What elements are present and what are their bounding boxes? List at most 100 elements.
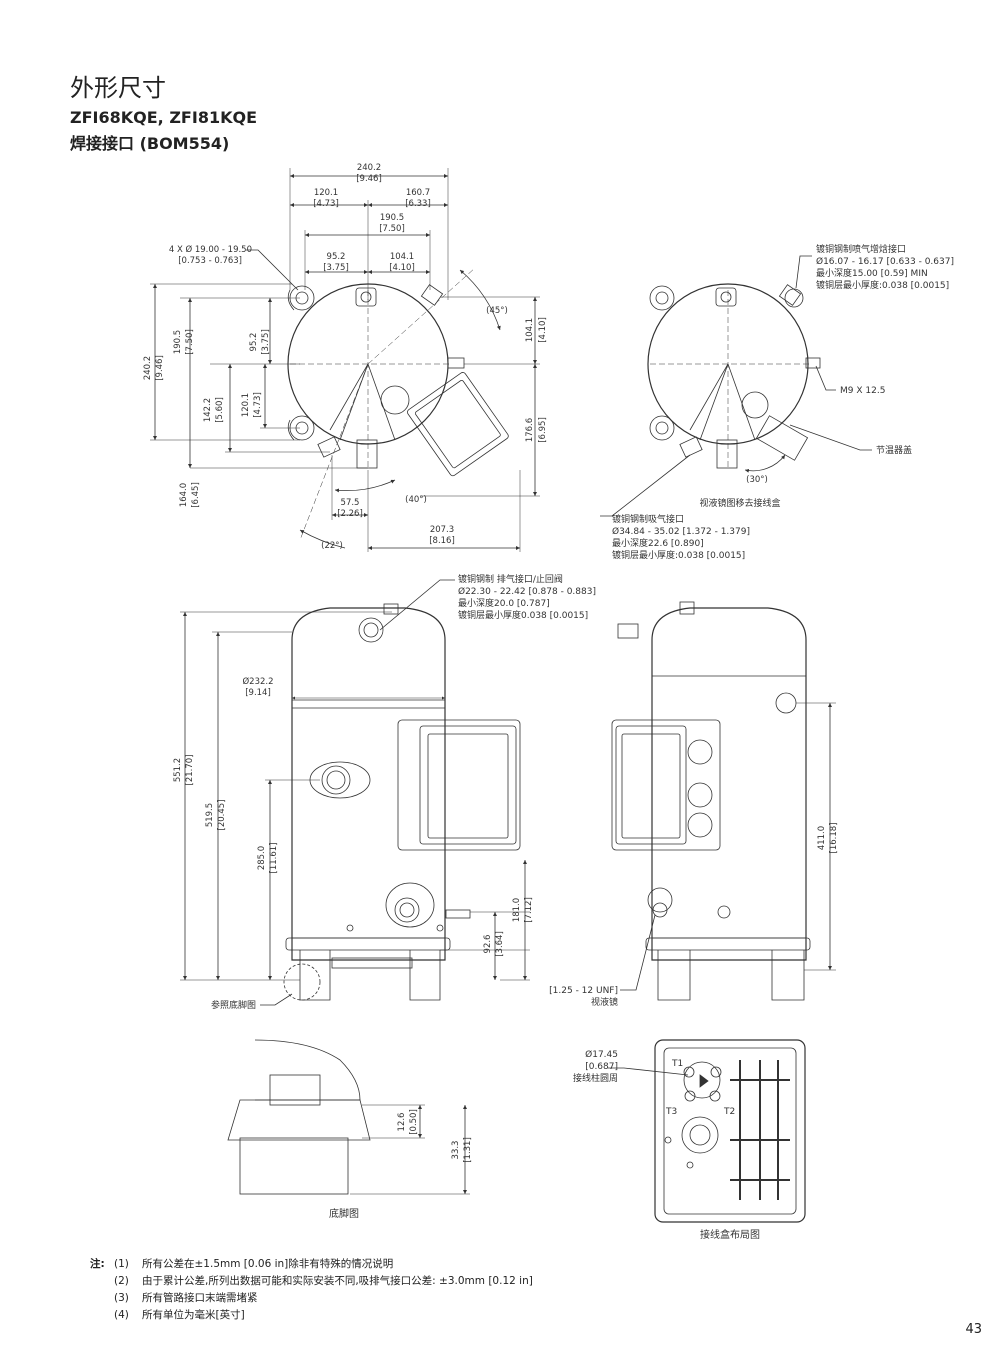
page-number: 43: [965, 1322, 982, 1337]
dim-v104: 104.1: [525, 318, 535, 342]
connection-heading: 焊接接口 (BOM554): [70, 134, 230, 153]
dim-57: 57.5: [341, 498, 360, 508]
note-number: (4): [114, 1309, 129, 1321]
dim-v164-in: [6.45]: [191, 482, 201, 508]
dim-h92: 92.6: [483, 935, 493, 954]
dim-57-in: [2.26]: [337, 509, 363, 519]
note-row-2: (2) 由于累计公差,所列出数据可能和实际安装不同,吸排气接口公差: ±3.0m…: [90, 1273, 533, 1290]
angle-22: (22°): [321, 541, 343, 551]
top-view-left: [150, 168, 540, 552]
notes: 注: (1) 所有公差在±1.5mm [0.06 in]除非有特殊的情况说明 (…: [90, 1256, 533, 1324]
thermostat-label: 节温器盖: [876, 444, 912, 456]
dim-h33-in: [1.31]: [463, 1137, 473, 1163]
foot-ref-label: 参照底脚图: [211, 999, 256, 1011]
dim-160-in: [6.33]: [405, 199, 431, 209]
note-text: 所有管路接口末端需堵紧: [142, 1292, 258, 1304]
m9-label: M9 X 12.5: [840, 386, 885, 396]
terminal-box-labels: Ø17.45 [0.687] 接线柱圆周 T1 T3 T2 接线盒布局图: [573, 1049, 760, 1241]
dim-190-in: [7.50]: [379, 224, 405, 234]
sightglass-label: 视液镜: [591, 996, 618, 1008]
dim-h181: 181.0: [512, 898, 522, 922]
angle-45: (45°): [486, 306, 508, 316]
injection-label-1: 镀铜钢制喷气增焓接口: [816, 243, 906, 255]
injection-label-3: 最小深度15.00 [0.59] MIN: [816, 267, 928, 279]
terminal-t2: T2: [723, 1107, 735, 1117]
dim-120-in: [4.73]: [313, 199, 339, 209]
suction-label-4: 镀铜层最小厚度:0.038 [0.0015]: [612, 549, 745, 561]
dim-v190-in: [7.50]: [185, 329, 195, 355]
dim-v142: 142.2: [203, 398, 213, 422]
note-row-4: (4) 所有单位为毫米[英寸]: [90, 1307, 533, 1324]
top-view-right: [600, 255, 872, 517]
top-view-left-labels: 240.2 [9.46] 120.1 [4.73] 160.7 [6.33] 1…: [143, 163, 548, 551]
dim-d17: Ø17.45: [585, 1049, 618, 1060]
dim-v95-in: [3.75]: [261, 329, 271, 355]
dim-d17-in: [0.687]: [585, 1062, 618, 1072]
dim-holes-in: [0.753 - 0.763]: [178, 256, 242, 266]
angle-40: (40°): [405, 495, 427, 505]
dim-104: 104.1: [390, 252, 414, 262]
terminal-t3: T3: [665, 1107, 677, 1117]
front-view-labels: 镀铜钢制 排气接口/止回阀 Ø22.30 - 22.42 [0.878 - 0.…: [173, 573, 596, 1011]
dim-h519: 519.5: [205, 803, 215, 827]
dim-h551-in: [21.70]: [185, 755, 195, 786]
dim-d232: Ø232.2: [242, 676, 273, 687]
suction-label-3: 最小深度22.6 [0.890]: [612, 537, 704, 549]
dim-h12-in: [0.50]: [409, 1109, 419, 1135]
dim-v104-in: [4.10]: [538, 317, 548, 343]
dim-95-in: [3.75]: [323, 263, 349, 273]
note-text: 所有公差在±1.5mm [0.06 in]除非有特殊的情况说明: [142, 1258, 394, 1270]
side-view-labels: 411.0 [16.18] [1.25 - 12 UNF] 视液镜: [549, 823, 839, 1008]
discharge-label-1: 镀铜钢制 排气接口/止回阀: [458, 573, 563, 585]
discharge-label-2: Ø22.30 - 22.42 [0.878 - 0.883]: [458, 586, 596, 597]
suction-label-1: 镀铜钢制吸气接口: [612, 513, 684, 525]
terminal-t1: T1: [671, 1059, 683, 1069]
foot-caption: 底脚图: [329, 1207, 359, 1220]
model-heading: ZFI68KQE, ZFI81KQE: [70, 108, 258, 127]
foot-detail: [227, 1039, 470, 1195]
dim-104-in: [4.10]: [389, 263, 415, 273]
terminal-box-layout: [608, 1039, 806, 1223]
dim-holes: 4 X Ø 19.00 - 19.50: [169, 244, 252, 255]
dim-v142-in: [5.60]: [215, 397, 225, 423]
discharge-label-3: 最小深度20.0 [0.787]: [458, 597, 550, 609]
sightglass-moved-label: 视液镜图移去接线盒: [699, 497, 780, 509]
note-text: 所有单位为毫米[英寸]: [142, 1309, 245, 1321]
suction-label-2: Ø34.84 - 35.02 [1.372 - 1.379]: [612, 526, 750, 537]
dim-207-in: [8.16]: [429, 536, 455, 546]
note-number: (2): [114, 1275, 129, 1287]
terminal-caption: 接线盒布局图: [700, 1228, 760, 1241]
dim-h285: 285.0: [257, 846, 267, 870]
dim-h551: 551.2: [173, 758, 183, 782]
dim-h519-in: [20.45]: [217, 800, 227, 831]
note-row-3: (3) 所有管路接口末端需堵紧: [90, 1290, 533, 1307]
dim-v240-in: [9.46]: [155, 355, 165, 381]
dim-h12: 12.6: [397, 1113, 407, 1132]
angle-30: (30°): [746, 475, 768, 485]
dim-240: 240.2: [357, 163, 381, 173]
dim-v95: 95.2: [249, 333, 259, 352]
discharge-label-4: 镀铜层最小厚度0.038 [0.0015]: [458, 609, 588, 621]
note-number: (1): [114, 1258, 129, 1270]
front-view: [180, 579, 530, 1006]
terminal-circle-label: 接线柱圆周: [573, 1072, 618, 1084]
dim-95: 95.2: [327, 252, 346, 262]
dim-h285-in: [11.61]: [269, 843, 279, 874]
dim-h411-in: [16.18]: [829, 823, 839, 854]
dim-h181-in: [7.12]: [524, 897, 534, 923]
note-text: 由于累计公差,所列出数据可能和实际安装不同,吸排气接口公差: ±3.0mm [0…: [142, 1275, 533, 1287]
dim-v190: 190.5: [173, 330, 183, 354]
dim-160: 160.7: [406, 188, 430, 198]
notes-lead: 注:: [90, 1258, 105, 1270]
top-view-right-labels: 镀铜钢制喷气增焓接口 Ø16.07 - 16.17 [0.633 - 0.637…: [612, 243, 954, 561]
page-title: 外形尺寸: [70, 74, 166, 102]
dim-v176: 176.6: [525, 418, 535, 442]
dim-v176-in: [6.95]: [538, 417, 548, 443]
dim-190: 190.5: [380, 213, 404, 223]
dim-120: 120.1: [314, 188, 338, 198]
dim-240-in: [9.46]: [356, 174, 382, 184]
dim-v164: 164.0: [179, 483, 189, 507]
dim-h411: 411.0: [817, 826, 827, 850]
foot-detail-labels: 12.6 [0.50] 33.3 [1.31] 底脚图: [329, 1109, 473, 1220]
